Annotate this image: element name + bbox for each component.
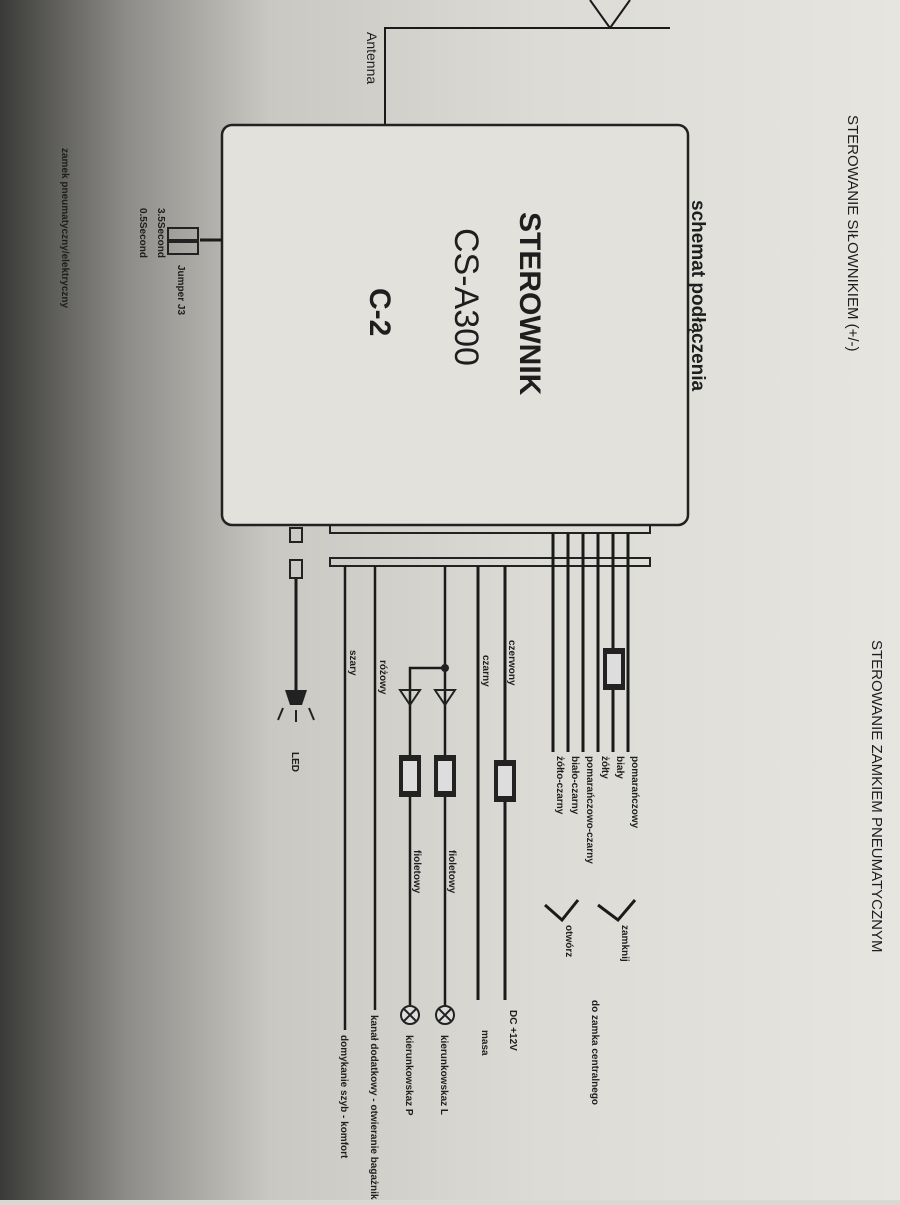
- jumper-label: Jumper J3: [175, 265, 186, 315]
- device-variant: C-2: [363, 288, 396, 336]
- ground-label: masa: [479, 1030, 490, 1056]
- wire-label-yellow: żółty: [599, 756, 610, 779]
- left-title: STEROWANIE SIŁOWNIKIEM (+/-): [844, 115, 861, 352]
- wire-label-black: czarny: [480, 655, 491, 687]
- jumper-caption: zamek pneumatyczny/elektryczny: [59, 148, 70, 309]
- jumper-icon: [167, 227, 222, 255]
- lamp-right-icon: [400, 1005, 420, 1025]
- indicator-circuit: [398, 566, 456, 1005]
- bracket-close-icon: [597, 899, 637, 923]
- wire-label-red: czerwony: [506, 640, 517, 686]
- device-name: STEROWNIK: [513, 212, 546, 396]
- wire-label-pink: różowy: [377, 660, 388, 695]
- wire-label-yellow-black: żółto-czarny: [554, 756, 565, 815]
- wire-label-white: biały: [614, 756, 625, 779]
- antenna-label: Antenna: [364, 32, 380, 84]
- lock-open-label: otwórz: [563, 925, 574, 957]
- antenna-icon: [384, 0, 670, 125]
- extra-channel-label: kanał dodatkowy - otwieranie bagażnika: [368, 1015, 379, 1200]
- device-subtitle: schemat podłączenia: [687, 200, 708, 392]
- wire-label-violet-l: fioletowy: [446, 850, 457, 894]
- led-label: LED: [289, 752, 300, 772]
- wire-label-grey: szary: [347, 650, 358, 676]
- wire-label-orange: pomarańczowy: [629, 756, 640, 829]
- indicator-left-label: kierunkowskaz L: [438, 1035, 449, 1115]
- window-comfort-label: domykanie szyb - komfort: [338, 1035, 349, 1159]
- wire-label-orange-black: pomarańczowo-czarny: [584, 756, 595, 864]
- right-title: STEROWANIE ZAMKIEM PNEUMATYCZNYM: [868, 640, 885, 953]
- wire-label-white-black: biało-czarny: [569, 756, 580, 815]
- device-model: CS-A300: [447, 228, 485, 366]
- led-icon: [277, 527, 315, 722]
- wire-label-violet-p: fioletowy: [411, 850, 422, 894]
- power-label: DC +12V: [507, 1010, 518, 1051]
- lamp-left-icon: [435, 1005, 455, 1025]
- indicator-right-label: kierunkowskaz P: [403, 1035, 414, 1116]
- lock-close-label: zamknij: [619, 925, 630, 962]
- lock-target-label: do zamka centralnego: [589, 1000, 600, 1105]
- jumper-option-3-5s: 3.5Second: [155, 208, 166, 258]
- bracket-open-icon: [544, 899, 580, 923]
- jumper-option-0-5s: 0.5Second: [137, 208, 148, 258]
- lock-wires: [551, 533, 630, 752]
